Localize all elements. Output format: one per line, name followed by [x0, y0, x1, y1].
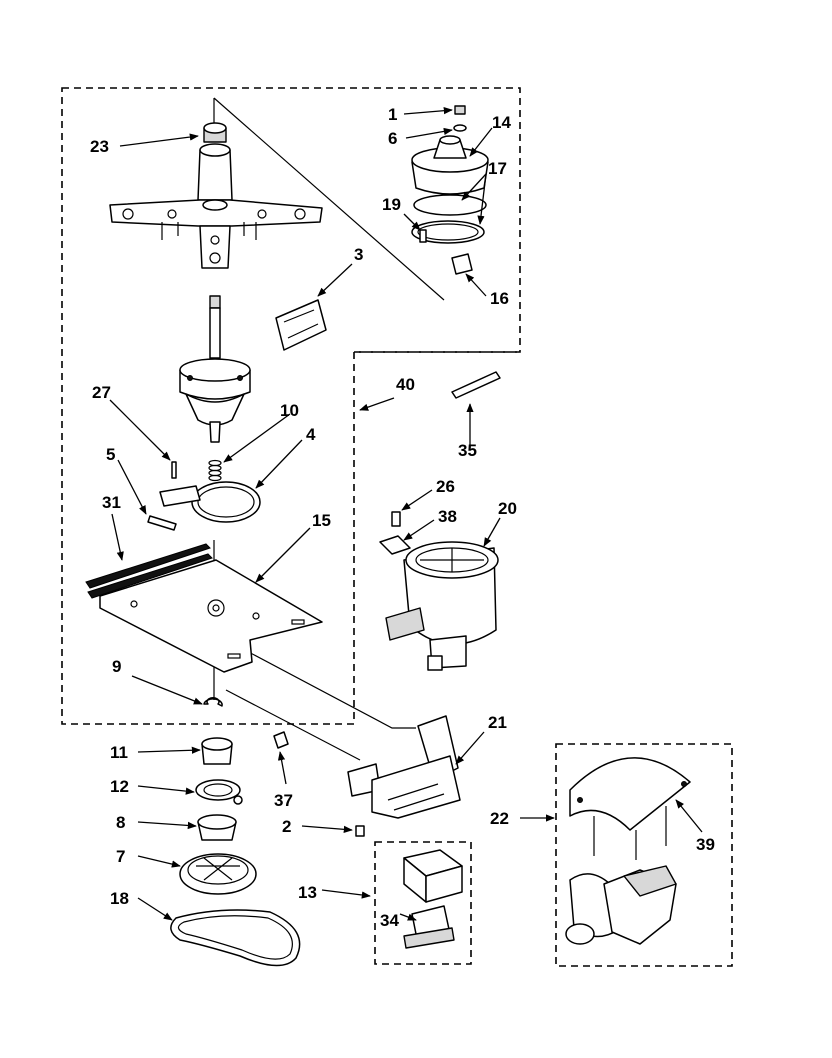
callout-26: 26 — [436, 477, 455, 496]
callout-31: 31 — [102, 493, 121, 512]
callout-23: 23 — [90, 137, 109, 156]
callout-34: 34 — [380, 911, 399, 930]
callout-5: 5 — [106, 445, 115, 464]
part-12-seal — [195, 779, 243, 805]
part-4-brake-band — [159, 481, 261, 523]
callout-12: 12 — [110, 777, 129, 796]
callout-21: 21 — [488, 713, 507, 732]
part-10-spring — [208, 459, 222, 482]
part-15-base-plate — [99, 559, 323, 673]
callout-20: 20 — [498, 499, 517, 518]
part-38-bracket — [379, 535, 411, 555]
callout-14: 14 — [492, 113, 511, 132]
part-34-valve — [403, 905, 455, 949]
part-17-seal-rings — [411, 194, 487, 244]
callout-9: 9 — [112, 657, 121, 676]
part-27-pin — [171, 461, 177, 479]
callout-11: 11 — [110, 743, 128, 762]
callout-40: 40 — [396, 375, 415, 394]
callout-18: 18 — [110, 889, 129, 908]
callout-16: 16 — [490, 289, 509, 308]
callout-38: 38 — [438, 507, 457, 526]
callout-37: 37 — [274, 791, 293, 810]
callout-39: 39 — [696, 835, 715, 854]
valve-assembly-box — [374, 841, 472, 965]
callout-27: 27 — [92, 383, 111, 402]
transmission — [179, 295, 251, 443]
part-8-coupling — [197, 814, 237, 841]
part-1-screw — [454, 105, 466, 115]
callout-6: 6 — [388, 129, 397, 148]
callout-2: 2 — [282, 817, 291, 836]
part-18-belt — [170, 909, 301, 967]
callout-15: 15 — [312, 511, 331, 530]
part-3-bracket — [275, 299, 327, 351]
part-35-bolt — [451, 371, 501, 399]
callout-22: 22 — [490, 809, 509, 828]
part-9-retaining-ring — [203, 697, 223, 707]
spin-hub-bracket — [109, 143, 323, 269]
callout-7: 7 — [116, 847, 125, 866]
callout-1: 1 — [388, 105, 397, 124]
part-31-rail — [85, 543, 213, 599]
part-23-nut — [203, 122, 227, 143]
part-6-washer — [453, 124, 467, 132]
callout-3: 3 — [354, 245, 363, 264]
part-39-shield — [569, 757, 691, 860]
leader-lines — [109, 107, 703, 921]
reference-line-mid — [225, 639, 416, 729]
callout-13: 13 — [298, 883, 317, 902]
callout-19: 19 — [382, 195, 401, 214]
part-37-clip — [273, 731, 289, 749]
part-13-valve-cover — [403, 849, 463, 903]
part-14-cam-assembly — [411, 135, 489, 195]
callout-17: 17 — [488, 159, 507, 178]
part-19-screw — [419, 229, 427, 243]
part-16-clip — [451, 253, 473, 275]
pump-assembly-box — [555, 743, 733, 967]
part-22-pump — [565, 865, 677, 945]
part-26-screw — [391, 511, 401, 527]
callout-8: 8 — [116, 813, 125, 832]
part-7-pulley — [179, 853, 257, 895]
part-20-motor — [385, 541, 499, 671]
part-2-screw — [355, 825, 365, 837]
reference-line-low — [225, 689, 361, 761]
part-5-clip — [147, 515, 177, 531]
callout-4: 4 — [306, 425, 316, 444]
part-21-bracket — [347, 715, 461, 819]
callout-labels: 23 1 6 14 17 19 16 3 27 10 4 5 31 15 9 4… — [90, 105, 715, 930]
reference-line-top — [213, 97, 445, 301]
callout-35: 35 — [458, 441, 477, 460]
part-11-bushing — [201, 737, 233, 765]
callout-10: 10 — [280, 401, 299, 420]
